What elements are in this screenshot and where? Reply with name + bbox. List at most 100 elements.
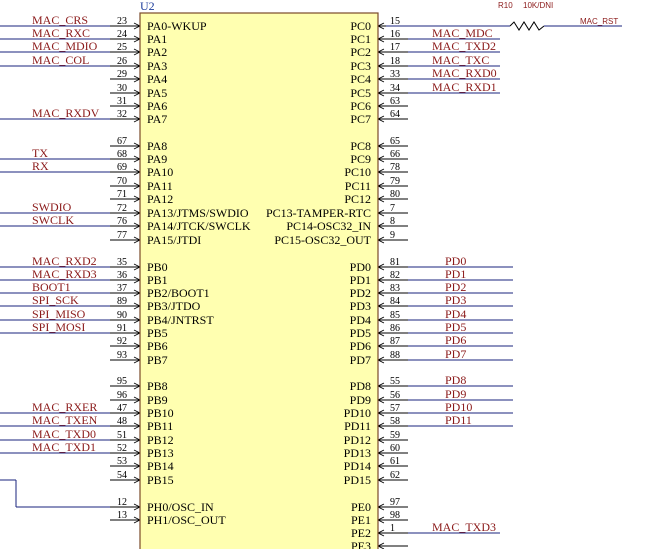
pin-number: 67 <box>117 136 127 147</box>
pin-name: PC8 <box>350 139 371 153</box>
net-label: MAC_TXEN <box>32 413 98 427</box>
left-pin-pa8[interactable]: PA8 67 <box>117 136 167 153</box>
pin-name: PD4 <box>350 313 371 327</box>
pin-number: 95 <box>117 376 127 387</box>
pin-name: PB12 <box>147 433 174 447</box>
pin-number: 63 <box>390 96 400 107</box>
pin-name: PD3 <box>350 299 371 313</box>
net-label: PD6 <box>445 333 466 347</box>
pin-number: 53 <box>117 456 127 467</box>
pin-number: 61 <box>390 456 400 467</box>
osc-wire <box>0 479 110 508</box>
ic-body[interactable] <box>139 12 379 549</box>
right-pin-pc6[interactable]: PC6 63 <box>350 96 400 113</box>
pin-name: PC6 <box>350 99 371 113</box>
pin-number: 15 <box>390 16 400 27</box>
pin-number: 89 <box>117 296 127 307</box>
resistor-r10[interactable]: R10 10K/DNI MAC_RST <box>386 1 622 31</box>
pin-number: 33 <box>390 69 400 80</box>
net-label: MAC_MDC <box>432 26 493 40</box>
pin-name: PB3/JTDO <box>147 299 201 313</box>
right-pin-pe3[interactable]: PE3 <box>351 539 371 549</box>
pin-name: PA8 <box>147 139 167 153</box>
resistor-net-label: MAC_RST <box>580 17 618 26</box>
pin-number: 29 <box>117 69 127 80</box>
pin-number: 9 <box>390 230 395 241</box>
pin-number: 68 <box>117 149 127 160</box>
net-label: MAC_RXD1 <box>432 80 497 94</box>
pin-number: 79 <box>390 176 400 187</box>
net-label: MAC_COL <box>32 53 89 67</box>
pin-number: 70 <box>117 176 127 187</box>
net-label: MAC_TXD3 <box>432 520 496 534</box>
